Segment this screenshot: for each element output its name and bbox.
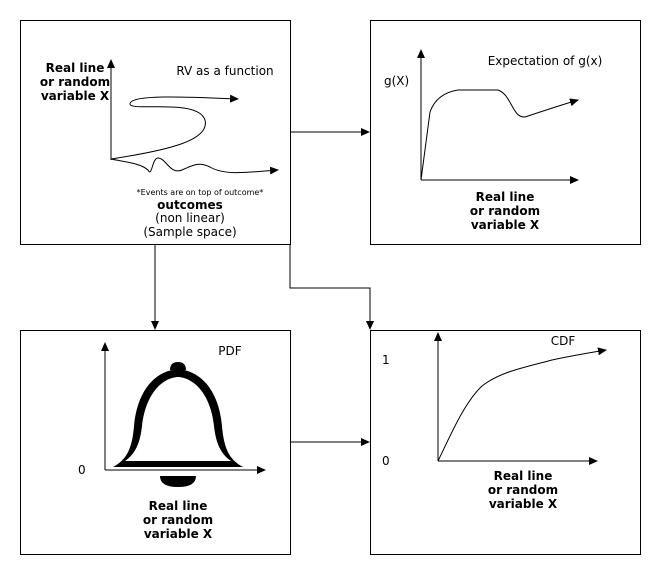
cdf-y-tick-0: 0 (382, 454, 390, 468)
cdf-title: CDF (551, 334, 576, 348)
rv-y-label-line-2: or random (40, 75, 110, 89)
rv-panel-content: Real line or random variable X RV as a f… (40, 59, 279, 239)
expectation-title: Expectation of g(x) (488, 54, 603, 68)
pdf-title: PDF (218, 344, 241, 358)
cdf-panel (370, 330, 641, 555)
expectation-g-curve (420, 89, 579, 181)
expectation-panel (370, 20, 641, 245)
rv-x-label-line-3: (Sample space) (143, 225, 236, 239)
expectation-x-label-line-3: variable X (471, 218, 540, 232)
pdf-x-label-line-3: variable X (144, 527, 213, 541)
rv-y-label-line-1: Real line (46, 61, 105, 75)
cdf-y-tick-1: 1 (382, 353, 390, 367)
rv-x-label-outcomes: outcomes (157, 198, 223, 212)
cdf-panel-content: 1 0 CDF Real line or random variable X (382, 332, 607, 511)
cdf-x-label-line-3: variable X (489, 497, 558, 511)
cdf-x-label-line-1: Real line (494, 469, 553, 483)
pdf-x-label-line-2: or random (143, 513, 213, 527)
cdf-x-label-line-2: or random (488, 483, 558, 497)
expectation-y-label: g(X) (384, 74, 409, 88)
pdf-panel-content: 0 PDF Real line or random variable X (78, 342, 266, 541)
rv-y-label-line-3: variable X (41, 89, 110, 103)
expectation-x-label-line-1: Real line (476, 190, 535, 204)
cdf-curve (437, 347, 607, 462)
rv-panel (20, 20, 291, 245)
expectation-panel-content: g(X) Expectation of g(x) Real line or ra… (384, 49, 603, 232)
rv-outcome-curve (110, 157, 279, 175)
rv-x-label-line-2: (non linear) (155, 211, 225, 225)
rv-title: RV as a function (176, 64, 273, 78)
rv-mapping-curve (110, 94, 239, 160)
expectation-x-label-line-2: or random (470, 204, 540, 218)
pdf-origin-label: 0 (78, 463, 86, 477)
connector-rv-to-cdf (289, 245, 374, 330)
pdf-x-label-line-1: Real line (149, 499, 208, 513)
bell-icon (113, 362, 243, 487)
rv-events-note: *Events are on top of outcome* (137, 188, 264, 197)
